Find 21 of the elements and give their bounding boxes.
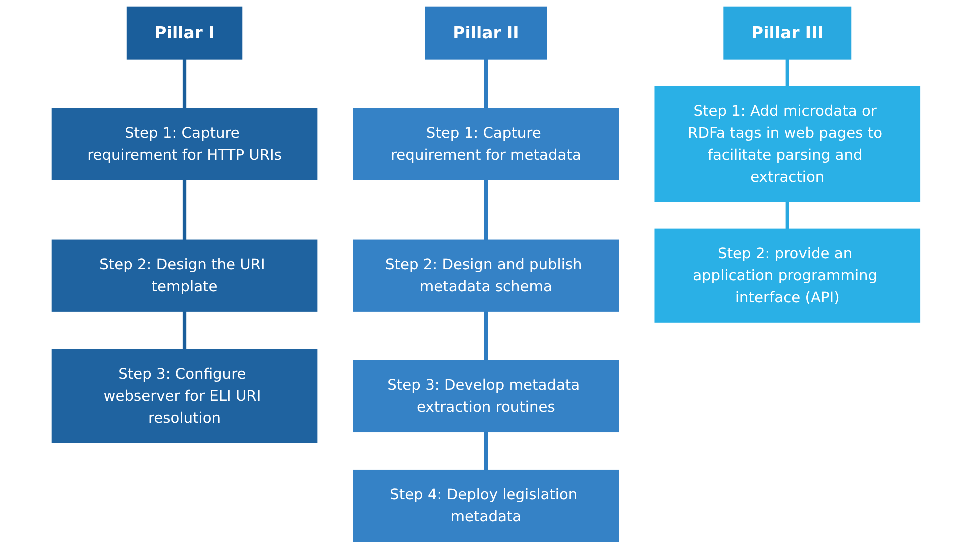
node-box: Step 2: Design and publish metadata schema xyxy=(353,240,619,312)
connector xyxy=(786,202,790,230)
node-box: Step 3: Configure webserver for ELI URI resolution xyxy=(52,349,318,444)
connector xyxy=(484,432,488,470)
connector xyxy=(182,180,186,240)
connector xyxy=(484,59,488,109)
node-box: Step 2: Design the URI template xyxy=(52,240,318,312)
node-box: Step 3: Develop metadata extraction routines xyxy=(353,360,619,433)
connector xyxy=(182,311,186,350)
node-box: Pillar II xyxy=(425,6,547,60)
node-box: Pillar I xyxy=(126,6,242,60)
node-box: Step 1: Capture requirement for metadata xyxy=(353,108,619,180)
connector xyxy=(786,59,790,87)
node-box: Step 4: Deploy legislation metadata xyxy=(353,470,619,542)
node-box: Step 2: provide an application programming interface (API) xyxy=(654,228,920,323)
node-box: Step 1: Capture requirement for HTTP URIs xyxy=(52,108,318,180)
connector xyxy=(484,180,488,240)
node-box: Step 1: Add microdata or RDFa tags in web pages to facilitate parsing and extraction xyxy=(654,86,920,202)
connector xyxy=(182,59,186,109)
connector xyxy=(484,311,488,361)
node-box: Pillar III xyxy=(723,6,852,60)
